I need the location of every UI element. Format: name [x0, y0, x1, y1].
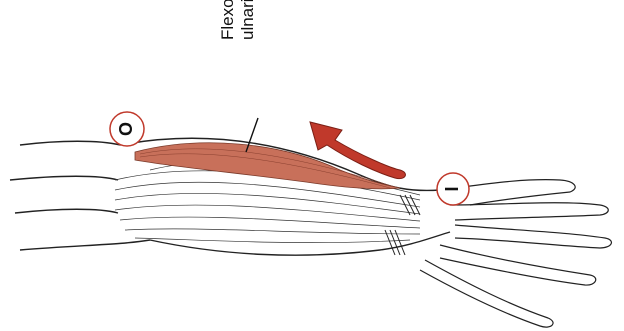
- insertion-marker-label: I: [442, 186, 462, 191]
- origin-marker-label: O: [116, 122, 136, 136]
- muscle-label-line2: ulnaris: [238, 0, 258, 40]
- muscle-label-line1: Flexor carpi: [218, 0, 238, 40]
- muscle-label: Flexor carpi ulnaris: [218, 0, 258, 40]
